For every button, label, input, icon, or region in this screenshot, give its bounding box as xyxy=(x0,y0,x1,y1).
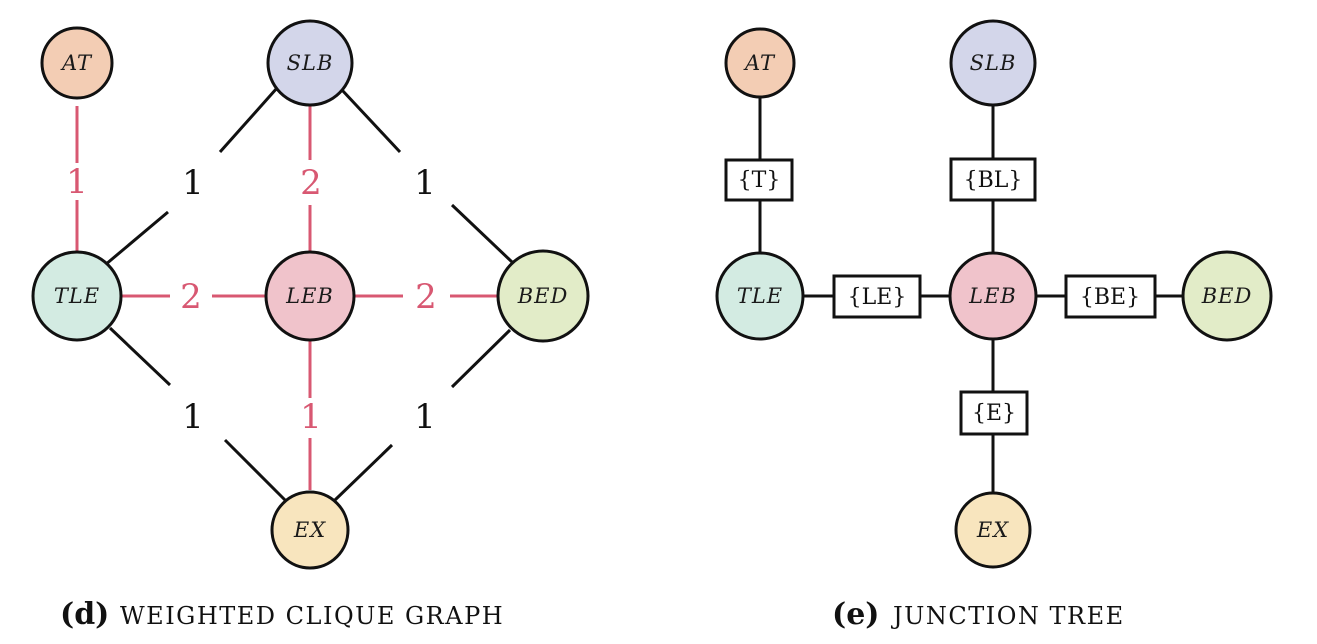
tree-node-slb: SLB xyxy=(949,19,1037,107)
separator-e: {E} xyxy=(959,390,1029,436)
junction-tree-edges xyxy=(758,96,1183,492)
weighted-clique-graph: 1 1 2 1 2 2 1 1 1 AT SLB TLE xyxy=(31,19,590,632)
clique-node-ex: EX xyxy=(270,490,350,570)
caption-text-e: JUNCTION TREE xyxy=(890,602,1125,630)
separator-be-label: {BE} xyxy=(1080,285,1140,310)
clique-node-tle: TLE xyxy=(31,250,123,342)
clique-graph-nodes: AT SLB TLE LEB BED EX xyxy=(31,19,590,570)
edge-bed-ex xyxy=(450,328,512,389)
tree-node-leb: LEB xyxy=(948,251,1038,341)
caption-letter-d: (d) xyxy=(60,597,109,632)
weight-leb-ex: 1 xyxy=(300,397,322,437)
separator-be: {BE} xyxy=(1064,274,1157,319)
tree-node-ex-label: EX xyxy=(976,518,1009,542)
clique-node-slb: SLB xyxy=(266,19,354,107)
clique-node-leb-label: LEB xyxy=(285,284,334,308)
tree-node-bed: BED xyxy=(1181,250,1273,342)
clique-node-tle-label: TLE xyxy=(54,284,100,308)
tree-node-tle: TLE xyxy=(715,251,805,341)
tree-node-tle-label: TLE xyxy=(737,284,783,308)
weight-tle-leb: 2 xyxy=(180,277,202,317)
clique-node-ex-label: EX xyxy=(293,518,326,542)
weight-at-tle: 1 xyxy=(66,162,88,202)
junction-tree-nodes: AT SLB TLE LEB BED EX xyxy=(715,19,1273,569)
tree-node-leb-label: LEB xyxy=(968,284,1017,308)
weight-slb-leb: 2 xyxy=(300,163,322,203)
junction-tree: {T} {BL} {LE} {BE} {E} AT xyxy=(715,19,1273,632)
edge-slb-tle xyxy=(104,210,169,267)
tree-node-at-label: AT xyxy=(743,51,776,75)
weight-tle-ex: 1 xyxy=(182,397,204,437)
weight-slb-tle: 1 xyxy=(182,163,204,203)
clique-node-leb: LEB xyxy=(264,250,356,342)
separator-bl: {BL} xyxy=(949,157,1037,202)
edge-bed-ex xyxy=(333,443,394,502)
weight-slb-bed: 1 xyxy=(414,163,436,203)
weight-leb-bed: 2 xyxy=(415,277,437,317)
edge-slb-tle xyxy=(218,87,279,153)
edge-slb-bed xyxy=(450,203,514,264)
clique-node-at: AT xyxy=(40,26,114,100)
edge-tle-ex xyxy=(223,438,287,502)
tree-node-at: AT xyxy=(724,27,796,99)
junction-tree-separators: {T} {BL} {LE} {BE} {E} xyxy=(724,157,1157,436)
tree-node-bed-label: BED xyxy=(1201,284,1253,308)
tree-node-ex: EX xyxy=(954,491,1032,569)
weight-bed-ex: 1 xyxy=(414,397,436,437)
clique-graph-caption: (d) WEIGHTED CLIQUE GRAPH xyxy=(60,597,504,632)
edge-slb-bed xyxy=(340,88,402,154)
separator-le-label: {LE} xyxy=(848,285,907,310)
clique-node-slb-label: SLB xyxy=(287,51,334,75)
clique-node-bed: BED xyxy=(496,249,590,343)
separator-le: {LE} xyxy=(832,274,922,319)
separator-t-label: {T} xyxy=(738,168,781,193)
tree-node-slb-label: SLB xyxy=(970,51,1017,75)
separator-t: {T} xyxy=(724,158,794,202)
clique-node-bed-label: BED xyxy=(517,284,569,308)
edge-tle-ex xyxy=(108,326,172,387)
junction-tree-caption: (e) JUNCTION TREE xyxy=(832,597,1125,632)
separator-bl-label: {BL} xyxy=(964,168,1023,193)
clique-node-at-label: AT xyxy=(60,51,93,75)
separator-e-label: {E} xyxy=(972,401,1016,426)
clique-graph-edges xyxy=(75,87,514,502)
caption-letter-e: (e) xyxy=(832,597,879,632)
caption-text-d: WEIGHTED CLIQUE GRAPH xyxy=(120,602,504,630)
clique-graph-weights: 1 1 2 1 2 2 1 1 1 xyxy=(66,162,437,437)
